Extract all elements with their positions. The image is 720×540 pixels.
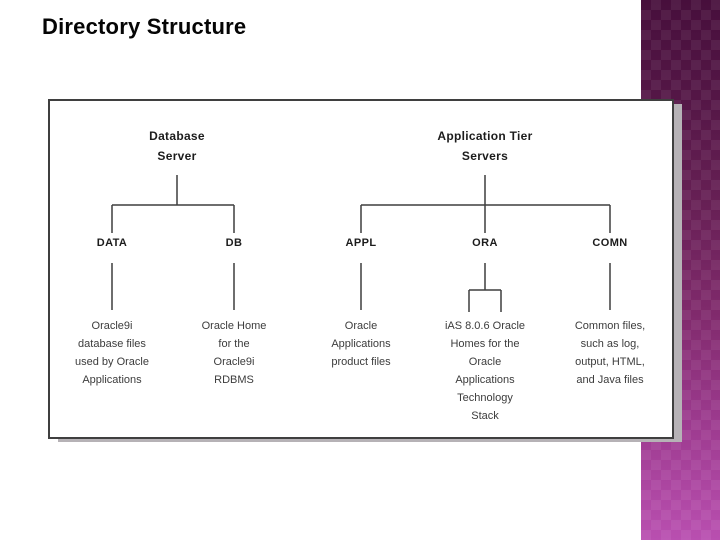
- node-label-comn: COMN: [592, 237, 628, 249]
- node-label-appl: APPL: [345, 237, 377, 249]
- connector-ora-fork: [468, 263, 502, 312]
- directory-diagram-panel: Database Server Application Tier Servers…: [48, 99, 674, 439]
- node-description-comn: Common files, such as log, output, HTML,…: [574, 320, 646, 386]
- node-description-data: Oracle9i database files used by Oracle A…: [75, 320, 149, 386]
- connector-database-tree: [111, 175, 235, 233]
- node-description-db: Oracle Home for the Oracle9i RDBMS: [201, 320, 267, 386]
- slide-title: Directory Structure: [42, 14, 247, 39]
- connector-node-stubs: [111, 263, 611, 310]
- node-label-data: DATA: [96, 237, 128, 249]
- node-description-appl: Oracle Applications product files: [331, 320, 391, 368]
- node-description-ora: iAS 8.0.6 Oracle Homes for the Oracle Ap…: [444, 320, 526, 422]
- node-label-ora: ORA: [472, 237, 498, 249]
- tree-header-application-tier-servers: Application Tier Servers: [437, 129, 533, 163]
- connector-apptier-tree: [360, 175, 611, 233]
- decorative-gradient-sidebar: [641, 0, 720, 540]
- tree-header-database-server: Database Server: [149, 129, 205, 163]
- node-label-db: DB: [225, 237, 243, 249]
